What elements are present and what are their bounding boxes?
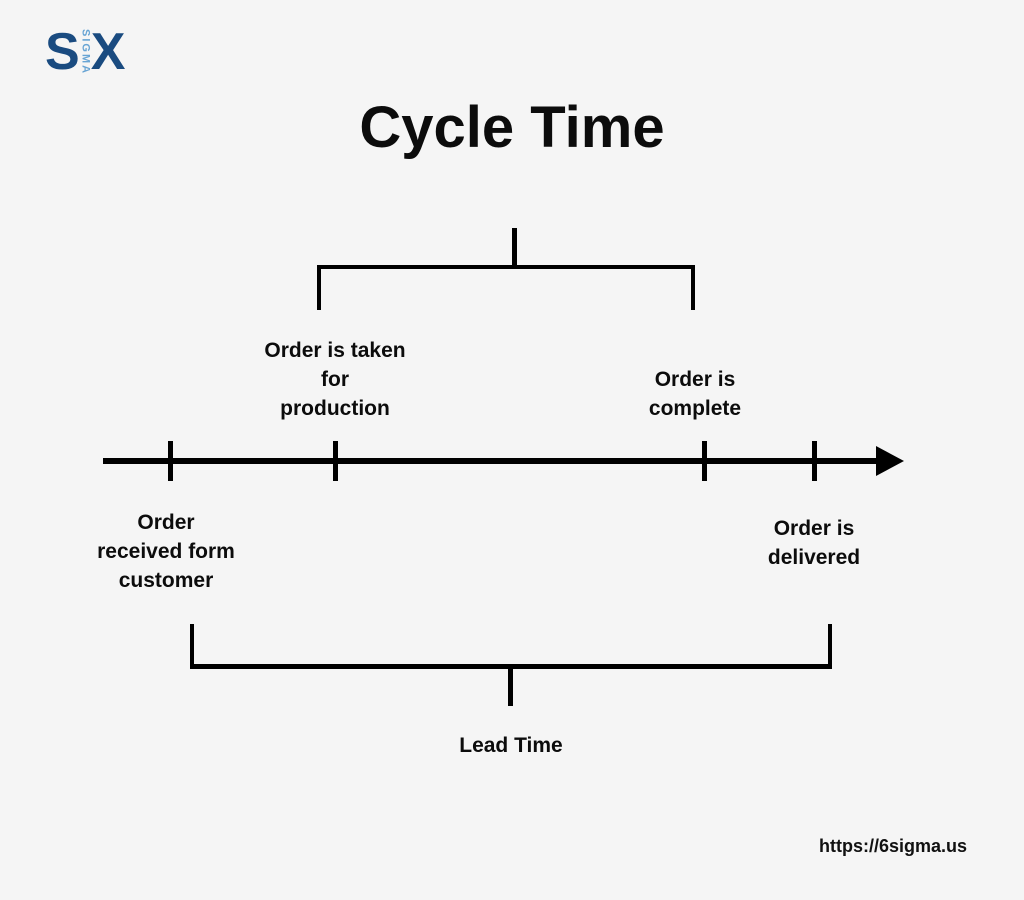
label-order-taken-for-production: Order is taken for production	[264, 339, 406, 420]
six-sigma-logo: S SIGMA X	[45, 23, 126, 81]
bottom-bracket-horizontal	[190, 664, 832, 669]
label-lead-time: Lead Time	[459, 734, 563, 757]
bottom-bracket-stem	[508, 669, 513, 706]
tick-mark-order-taken	[333, 441, 338, 481]
tick-mark-order-delivered	[812, 441, 817, 481]
logo-sigma-vertical-text: SIGMA	[79, 29, 92, 76]
label-order-is-complete: Order is complete	[648, 368, 742, 420]
tick-mark-order-complete	[702, 441, 707, 481]
bottom-bracket-right-end	[828, 624, 832, 668]
timeline-arrowhead-icon	[876, 446, 904, 476]
top-bracket-left-end	[317, 265, 321, 310]
logo-letter-s: S	[45, 23, 80, 81]
top-bracket-right-end	[691, 265, 695, 310]
source-url: https://6sigma.us	[818, 836, 967, 856]
timeline-axis	[103, 458, 881, 464]
label-order-is-delivered: Order is delivered	[767, 517, 861, 569]
label-order-received-form-customer: Order received form customer	[97, 511, 235, 592]
page-title: Cycle Time	[359, 95, 665, 160]
logo-letter-x: X	[90, 23, 126, 81]
top-bracket-horizontal	[317, 265, 695, 269]
top-bracket-stem	[512, 228, 517, 269]
bottom-bracket-left-end	[190, 624, 194, 668]
tick-mark-order-received	[168, 441, 173, 481]
